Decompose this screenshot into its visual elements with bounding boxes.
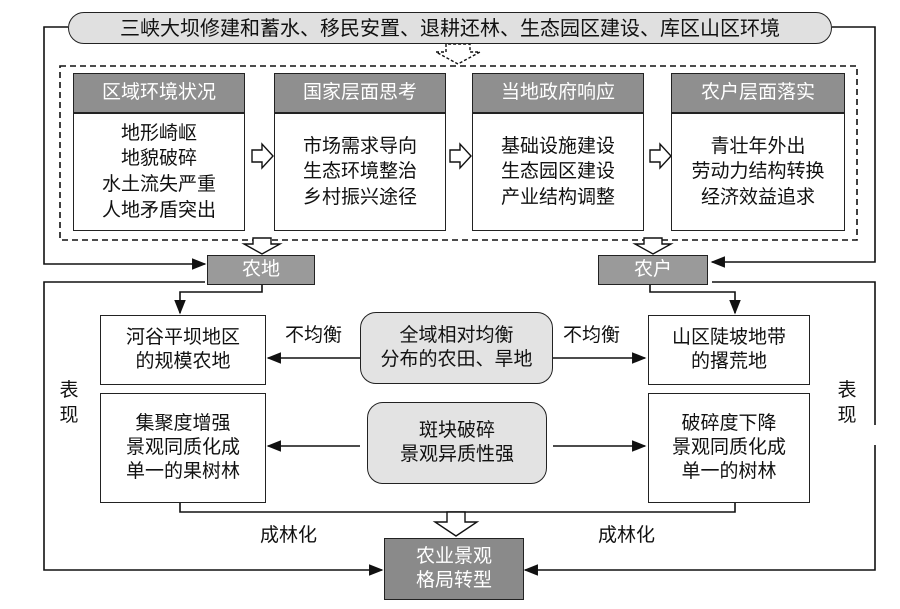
column-1-line-2: 地貌破碎 — [120, 147, 197, 170]
farmer-branch — [649, 282, 741, 315]
column-body-3: 基础设施建设 生态园区建设 产业结构调整 — [472, 113, 644, 231]
left-top-line-2: 的规模农地 — [135, 350, 231, 372]
center-top-line-2: 分布的农田、旱地 — [380, 348, 533, 370]
column-header-2: 国家层面思考 — [274, 73, 446, 113]
top-banner: 三峡大坝修建和蓄水、移民安置、退耕还林、生态园区建设、库区山区环境 — [68, 12, 832, 44]
farmer-text: 农户 — [633, 258, 672, 281]
block-arrow-to-farmland — [241, 237, 283, 255]
performance-left-char-1: 表 — [59, 379, 79, 401]
top-banner-text: 三峡大坝修建和蓄水、移民安置、退耕还林、生态园区建设、库区山区环境 — [120, 15, 780, 40]
block-arrow-bottom — [432, 511, 480, 537]
column-1-line-4: 人地矛盾突出 — [101, 198, 216, 221]
right-mid-line-3: 单一的树林 — [681, 459, 777, 482]
column-2-line-2: 生态环境整治 — [302, 160, 417, 183]
afforestation-label-left: 成林化 — [260, 524, 318, 546]
column-header-2-text: 国家层面思考 — [302, 81, 417, 104]
performance-left-char-2: 现 — [59, 403, 79, 426]
right-mid-line-1: 破碎度下降 — [681, 412, 777, 435]
block-arrow-3 — [649, 142, 672, 170]
center-mid-box: 斑块破碎 景观异质性强 — [367, 402, 547, 484]
center-mid-line-2: 景观异质性强 — [399, 443, 514, 465]
performance-label-right: 表 现 — [836, 378, 858, 427]
column-2-line-1: 市场需求导向 — [302, 134, 417, 157]
left-top-line-1: 河谷平坝地区 — [125, 326, 240, 349]
outer-frame-right — [712, 281, 876, 425]
farmland-branch — [174, 282, 263, 315]
column-body-1: 地形崎岖 地貌破碎 水土流失严重 人地矛盾突出 — [73, 113, 245, 231]
performance-right-char-2: 现 — [837, 403, 857, 426]
column-body-4: 青壮年外出 劳动力结构转换 经济效益追求 — [671, 113, 845, 231]
column-header-3-text: 当地政府响应 — [500, 81, 615, 104]
right-top-line-1: 山区陡坡地带 — [671, 326, 786, 349]
column-header-4: 农户层面落实 — [671, 73, 845, 113]
imbalance-label-left: 不均衡 — [285, 324, 343, 346]
dashed-frame — [59, 65, 858, 241]
block-arrow-to-farmer — [632, 237, 674, 255]
left-mid-line-3: 单一的果树林 — [125, 459, 240, 482]
column-4-line-1: 青壮年外出 — [710, 134, 806, 157]
performance-label-left: 表 现 — [58, 378, 80, 427]
imbalance-label-right: 不均衡 — [563, 324, 621, 346]
center-top-line-1: 全域相对均衡 — [399, 324, 514, 347]
column-header-1-text: 区域环境状况 — [101, 81, 216, 104]
right-mid-line-2: 景观同质化成 — [671, 436, 786, 459]
farmland-box: 农地 — [207, 255, 315, 285]
farmland-text: 农地 — [241, 258, 280, 281]
left-mid-line-2: 景观同质化成 — [125, 436, 240, 459]
block-arrow-2 — [449, 142, 472, 170]
bottom-result-line-2: 格局转型 — [415, 569, 492, 591]
block-arrow-1 — [251, 142, 274, 170]
bottom-merge-line — [179, 503, 736, 513]
bottom-result-box: 农业景观 格局转型 — [384, 538, 524, 600]
right-top-box: 山区陡坡地带 的撂荒地 — [648, 315, 810, 385]
column-1-line-1: 地形崎岖 — [120, 121, 197, 144]
farmer-box: 农户 — [598, 255, 708, 285]
column-header-1: 区域环境状况 — [73, 73, 245, 113]
right-mid-box: 破碎度下降 景观同质化成 单一的树林 — [648, 393, 810, 503]
column-3-line-1: 基础设施建设 — [500, 134, 615, 157]
left-mid-box: 集聚度增强 景观同质化成 单一的果树林 — [100, 393, 266, 503]
column-header-4-text: 农户层面落实 — [700, 81, 815, 104]
bottom-result-line-1: 农业景观 — [415, 545, 492, 568]
column-body-2: 市场需求导向 生态环境整治 乡村振兴途径 — [274, 113, 446, 231]
center-top-box: 全域相对均衡 分布的农田、旱地 — [360, 312, 553, 384]
block-arrow-top — [435, 43, 481, 65]
left-top-box: 河谷平坝地区 的规模农地 — [100, 315, 266, 385]
left-mid-line-1: 集聚度增强 — [135, 412, 231, 435]
column-4-line-2: 劳动力结构转换 — [691, 160, 825, 183]
right-top-line-2: 的撂荒地 — [690, 350, 767, 372]
column-header-3: 当地政府响应 — [472, 73, 644, 113]
column-3-line-3: 产业结构调整 — [500, 185, 615, 208]
column-3-line-2: 生态园区建设 — [500, 160, 615, 183]
performance-right-char-1: 表 — [837, 379, 857, 401]
outer-frame-right-bottom — [523, 445, 876, 576]
center-mid-line-1: 斑块破碎 — [418, 419, 495, 442]
column-4-line-3: 经济效益追求 — [700, 185, 815, 208]
banner-left-line — [43, 26, 207, 270]
column-1-line-3: 水土流失严重 — [101, 173, 216, 195]
banner-right-line — [710, 26, 876, 268]
afforestation-label-right: 成林化 — [598, 524, 656, 546]
column-2-line-3: 乡村振兴途径 — [302, 185, 417, 208]
outer-frame-left — [43, 281, 384, 576]
